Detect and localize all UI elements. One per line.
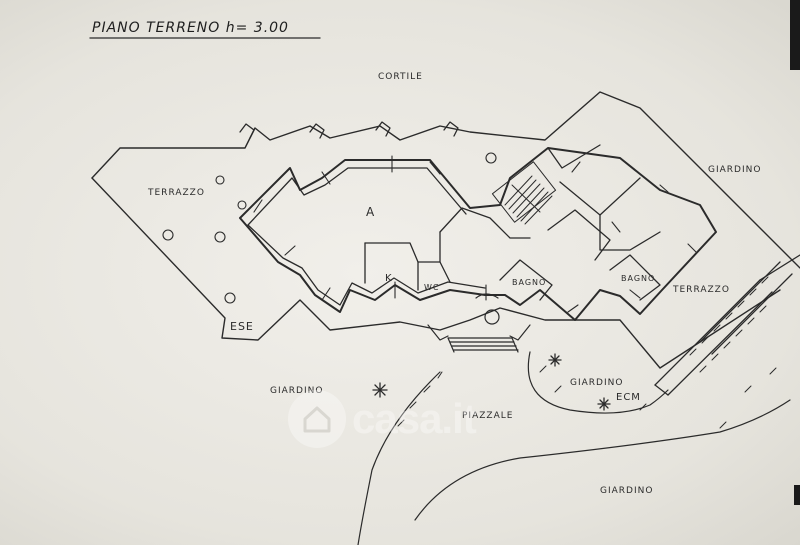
label-giardino-center: GIARDINO: [570, 378, 624, 388]
photo-edge-shadow: [790, 0, 800, 70]
label-wc: WC: [424, 283, 440, 292]
hedge-ticks: [397, 365, 777, 429]
label-piazzale: PIAZZALE: [462, 411, 514, 421]
watermark: casa.it: [288, 390, 477, 448]
photo-edge-shadow-bottom: [794, 485, 800, 505]
label-cortile: CORTILE: [378, 72, 423, 82]
fountain: [475, 293, 500, 325]
roof-bumps: [239, 121, 459, 139]
house-icon: [288, 390, 346, 448]
label-ese: ESE: [230, 320, 254, 333]
label-bagno-center: BAGNO: [512, 278, 547, 287]
garden-curve-left: [357, 371, 441, 545]
planters: [162, 152, 497, 304]
opening-ticks: [253, 155, 697, 313]
label-room-a: A: [366, 205, 376, 219]
staircase: [491, 161, 557, 225]
terrace-band-right: [654, 254, 800, 396]
building-outline: [239, 147, 717, 321]
label-giardino-left: GIARDINO: [270, 386, 324, 396]
terrace-band-marks: [689, 276, 769, 373]
label-giardino-right: GIARDINO: [708, 165, 762, 175]
terrace-outline-bottom: [91, 177, 781, 369]
terrace-outline-left: [91, 91, 800, 269]
label-giardino-bottom: GIARDINO: [600, 486, 654, 496]
star-plants: [372, 353, 611, 411]
garden-curve-bottom: [414, 399, 791, 521]
entrance-steps: [427, 324, 531, 353]
garden-curve-center: [527, 351, 669, 414]
label-bagno-right: BAGNO: [621, 274, 656, 283]
plan-title: PIANO TERRENO h= 3.00: [92, 20, 289, 36]
label-ecm: ECM: [616, 392, 641, 403]
label-terrazzo-left: TERRAZZO: [148, 188, 205, 198]
watermark-text: casa.it: [352, 395, 477, 442]
label-terrazzo-right: TERRAZZO: [673, 285, 730, 295]
label-room-k: K: [385, 273, 393, 284]
